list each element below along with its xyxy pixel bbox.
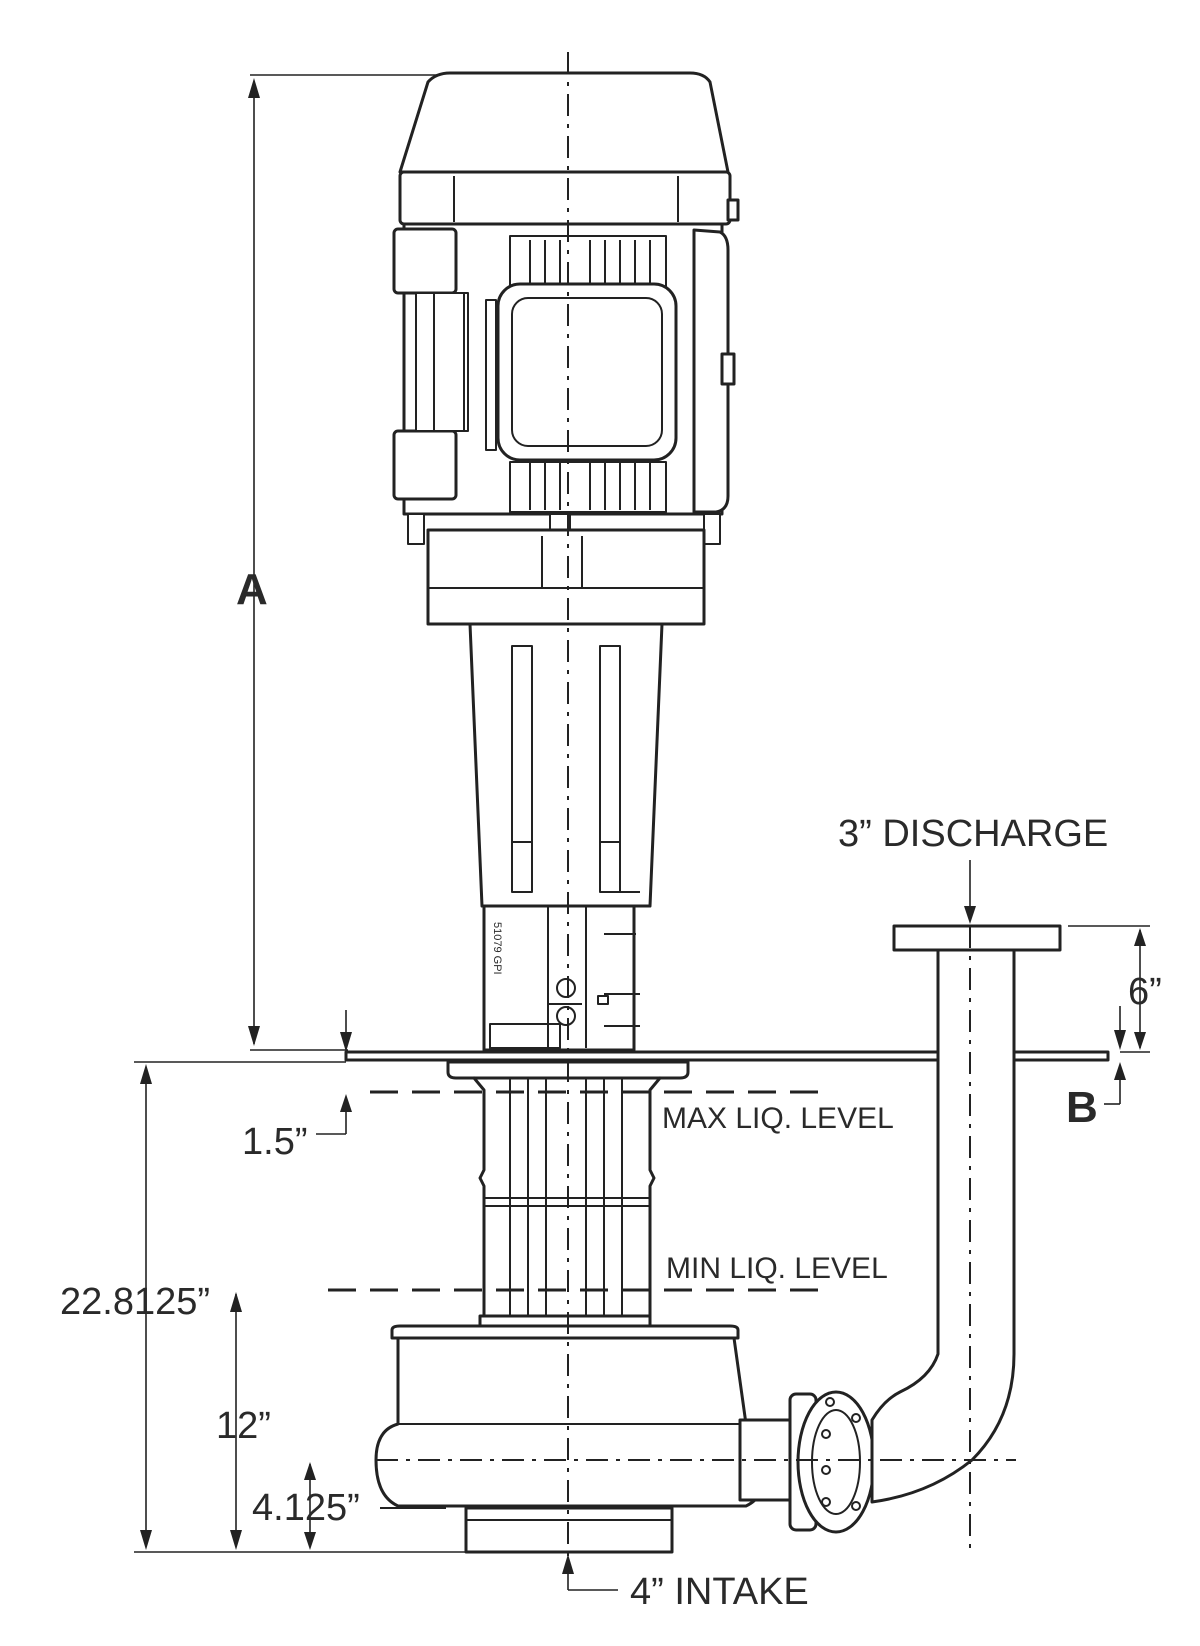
- dim-12-label: 12”: [216, 1405, 271, 1447]
- discharge-pipe-flange: [892, 924, 1062, 952]
- motor-top-band: [398, 170, 732, 226]
- discharge-label: 3” DISCHARGE: [838, 813, 1108, 855]
- pump-casing: [374, 1324, 770, 1554]
- shaft-housing: 51079 GPI: [482, 904, 640, 1052]
- intake-label: 4” INTAKE: [630, 1571, 809, 1613]
- dimension-lines: [134, 74, 1150, 1591]
- motor-lug-bottom: [392, 429, 458, 501]
- motor: [392, 71, 740, 545]
- dim-6-label: 6”: [1128, 971, 1162, 1013]
- motor-fan-cover: [398, 71, 730, 174]
- discharge-pipe: [870, 924, 1062, 1504]
- centerlines: [376, 52, 1016, 1560]
- dim-a-label: A: [236, 565, 268, 614]
- motor-lug-top: [392, 227, 458, 295]
- discharge-flange: [738, 1390, 876, 1534]
- motor-adapter: [426, 528, 706, 626]
- max-level-label: MAX LIQ. LEVEL: [662, 1102, 894, 1135]
- dim-overall-label: 22.8125”: [60, 1281, 210, 1323]
- terminal-box: [496, 282, 678, 462]
- column-housing: [468, 622, 664, 908]
- part-mark: 51079 GPI: [491, 922, 503, 975]
- dim-4-125-label: 4.125”: [252, 1487, 360, 1529]
- min-level-label: MIN LIQ. LEVEL: [666, 1252, 888, 1285]
- dim-b-label: B: [1066, 1083, 1098, 1132]
- dim-1-5-label: 1.5”: [242, 1121, 307, 1163]
